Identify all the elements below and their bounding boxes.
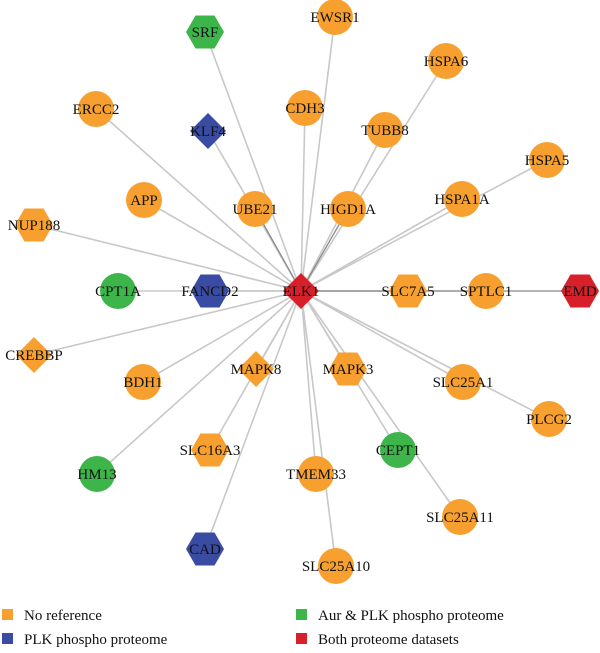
node-hspa6 — [428, 43, 464, 79]
node-tmem33 — [298, 456, 334, 492]
legend-swatch-plk — [2, 633, 13, 644]
edge-elk1-slc25a11 — [300, 290, 461, 518]
node-ewsr1 — [317, 0, 353, 35]
node-bdh1 — [125, 364, 161, 400]
network-nodes — [15, 0, 599, 584]
node-app — [126, 182, 162, 218]
legend-swatch-both — [296, 633, 307, 644]
node-label-ewsr1: EWSR1 — [310, 10, 359, 26]
node-label-ercc2: ERCC2 — [73, 102, 120, 118]
node-mapk3 — [329, 352, 367, 386]
node-slc7a5 — [389, 274, 427, 308]
edge-elk1-crebbp — [33, 290, 302, 356]
node-crebbp — [16, 337, 52, 373]
edge-elk1-hspa6 — [300, 60, 447, 292]
node-label-slc7a5: SLC7A5 — [381, 284, 434, 300]
node-label-hspa1a: HSPA1A — [434, 192, 489, 208]
node-label-app: APP — [130, 193, 158, 209]
node-sptlc1 — [468, 273, 504, 309]
node-label-mapk3: MAPK3 — [323, 362, 374, 378]
edge-elk1-hm13 — [96, 290, 302, 475]
node-label-cad: CAD — [189, 542, 221, 558]
edge-elk1-bdh1 — [142, 290, 302, 383]
node-klf4 — [190, 113, 226, 149]
node-label-slc25a1: SLC25A1 — [433, 375, 494, 391]
legend-swatch-no-reference — [2, 609, 13, 620]
node-hspa5 — [529, 142, 565, 178]
edge-elk1-slc25a1 — [300, 290, 464, 383]
edge-elk1-plcg2 — [300, 290, 550, 420]
node-label-slc16a3: SLC16A3 — [180, 443, 241, 459]
node-label-fancd2: FANCD2 — [181, 284, 238, 300]
node-label-sptlc1: SPTLC1 — [460, 284, 513, 300]
node-hm13 — [79, 456, 115, 492]
node-label-nup188: NUP188 — [8, 218, 61, 234]
node-label-srf: SRF — [192, 25, 219, 41]
node-plcg2 — [531, 401, 567, 437]
node-label-hm13: HM13 — [77, 467, 116, 483]
node-ercc2 — [78, 91, 114, 127]
edge-elk1-srf — [204, 31, 302, 292]
legend-label-both: Both proteome datasets — [318, 632, 459, 648]
node-ube21 — [237, 191, 273, 227]
node-label-slc25a11: SLC25A11 — [426, 510, 494, 526]
node-label-cpt1a: CPT1A — [95, 284, 141, 300]
legend-swatch-aur-plk — [296, 609, 307, 620]
edge-elk1-hspa5 — [300, 159, 548, 292]
node-label-emd: EMD — [563, 284, 597, 300]
node-slc16a3 — [191, 433, 229, 467]
node-tubb8 — [367, 112, 403, 148]
edge-elk1-nup188 — [33, 224, 302, 292]
node-label-bdh1: BDH1 — [123, 375, 162, 391]
node-slc25a1 — [445, 364, 481, 400]
node-cad — [186, 532, 224, 566]
legend: No reference Aur & PLK phospho proteome … — [2, 608, 504, 648]
legend-label-plk: PLK phospho proteome — [24, 632, 168, 648]
node-mapk8 — [238, 351, 274, 387]
edge-elk1-ercc2 — [95, 108, 302, 292]
node-label-klf4: KLF4 — [190, 124, 226, 140]
node-cdh3 — [287, 90, 323, 126]
node-fancd2 — [191, 274, 229, 308]
node-label-cdh3: CDH3 — [285, 101, 324, 117]
node-label-crebbp: CREBBP — [5, 348, 63, 364]
legend-label-aur-plk: Aur & PLK phospho proteome — [318, 608, 504, 624]
node-label-mapk8: MAPK8 — [231, 362, 282, 378]
node-label-tubb8: TUBB8 — [361, 123, 409, 139]
legend-label-no-reference: No reference — [24, 608, 102, 624]
edge-elk1-ewsr1 — [300, 16, 336, 292]
node-label-ube21: UBE21 — [233, 202, 278, 218]
node-nup188 — [15, 208, 53, 242]
edge-elk1-tmem33 — [300, 290, 317, 475]
node-emd — [561, 274, 599, 308]
node-cept1 — [380, 432, 416, 468]
node-label-higd1a: HIGD1A — [320, 202, 376, 218]
edge-elk1-cdh3 — [300, 107, 306, 292]
node-label-slc25a10: SLC25A10 — [302, 559, 370, 575]
node-cpt1a — [100, 273, 136, 309]
node-slc25a11 — [442, 499, 478, 535]
node-label-plcg2: PLCG2 — [526, 412, 572, 428]
node-hspa1a — [444, 181, 480, 217]
node-elk1 — [283, 273, 319, 309]
edge-elk1-hspa1a — [300, 198, 463, 292]
edge-elk1-app — [143, 199, 302, 292]
node-label-cept1: CEPT1 — [376, 443, 420, 459]
node-label-hspa5: HSPA5 — [525, 153, 569, 169]
node-slc25a10 — [318, 548, 354, 584]
node-label-elk1: ELK1 — [283, 284, 320, 300]
node-higd1a — [330, 191, 366, 227]
edge-elk1-cad — [204, 290, 302, 550]
node-label-tmem33: TMEM33 — [286, 467, 346, 483]
edge-elk1-slc25a10 — [300, 290, 337, 567]
node-srf — [186, 15, 224, 49]
node-label-hspa6: HSPA6 — [424, 54, 469, 70]
